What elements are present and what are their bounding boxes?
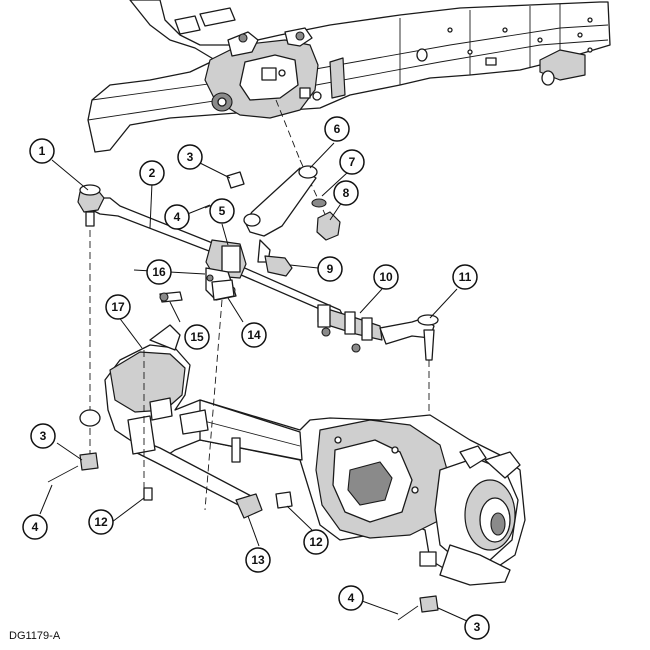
callout-label: 4 <box>348 591 355 605</box>
leader-lines <box>39 142 468 622</box>
callout-6: 6 <box>324 116 350 142</box>
callout-2: 2 <box>139 160 165 186</box>
adjuster-sleeve <box>317 304 439 550</box>
callout-label: 9 <box>327 262 334 276</box>
frame-rail <box>87 0 611 153</box>
drag-link <box>77 184 223 257</box>
callout-label: 14 <box>247 328 261 342</box>
callout-label: 16 <box>152 265 166 279</box>
callout-label: 17 <box>111 300 125 314</box>
callout-label: 4 <box>174 210 181 224</box>
callout-9: 9 <box>317 256 343 282</box>
callout-10: 10 <box>373 264 399 290</box>
callout-4-bottom: 4 <box>338 585 364 611</box>
callout-3-bottom: 3 <box>464 614 490 640</box>
bracket <box>159 279 235 511</box>
callout-1: 1 <box>29 138 55 164</box>
callout-3-left: 3 <box>30 423 56 449</box>
callout-label: 11 <box>459 270 472 284</box>
callout-16: 16 <box>146 259 172 285</box>
callout-15: 15 <box>184 324 210 350</box>
callout-label: 13 <box>251 553 265 567</box>
callout-4-top: 4 <box>164 204 190 230</box>
callout-11: 11 <box>452 264 478 290</box>
callout-5: 5 <box>209 198 235 224</box>
track-bar <box>79 230 293 519</box>
callout-17: 17 <box>105 294 131 320</box>
callout-12-left: 12 <box>88 509 114 535</box>
callout-label: 10 <box>379 270 393 284</box>
callout-label: 7 <box>349 155 356 169</box>
callout-label: 3 <box>187 150 194 164</box>
callout-14: 14 <box>241 322 267 348</box>
callout-7: 7 <box>339 149 365 175</box>
callout-label: 2 <box>149 166 156 180</box>
callout-label: 12 <box>309 535 323 549</box>
callout-label: 6 <box>334 122 341 136</box>
cotter-pins <box>47 171 439 621</box>
callout-label: 8 <box>343 186 350 200</box>
callout-label: 1 <box>39 144 46 158</box>
front-axle <box>104 324 526 586</box>
figure-id: DG1179-A <box>9 630 61 642</box>
pitman-arm <box>243 99 341 277</box>
callout-label: 15 <box>190 330 204 344</box>
callout-8: 8 <box>333 180 359 206</box>
callout-13: 13 <box>245 547 271 573</box>
callout-label: 3 <box>40 429 47 443</box>
callout-12-right: 12 <box>303 529 329 555</box>
callout-label: 3 <box>474 620 481 634</box>
callout-label: 12 <box>94 515 108 529</box>
callout-4-left: 4 <box>22 514 48 540</box>
callout-label: 5 <box>219 204 226 218</box>
callout-3-top: 3 <box>177 144 203 170</box>
callout-label: 4 <box>32 520 39 534</box>
steering-gear <box>204 27 322 119</box>
